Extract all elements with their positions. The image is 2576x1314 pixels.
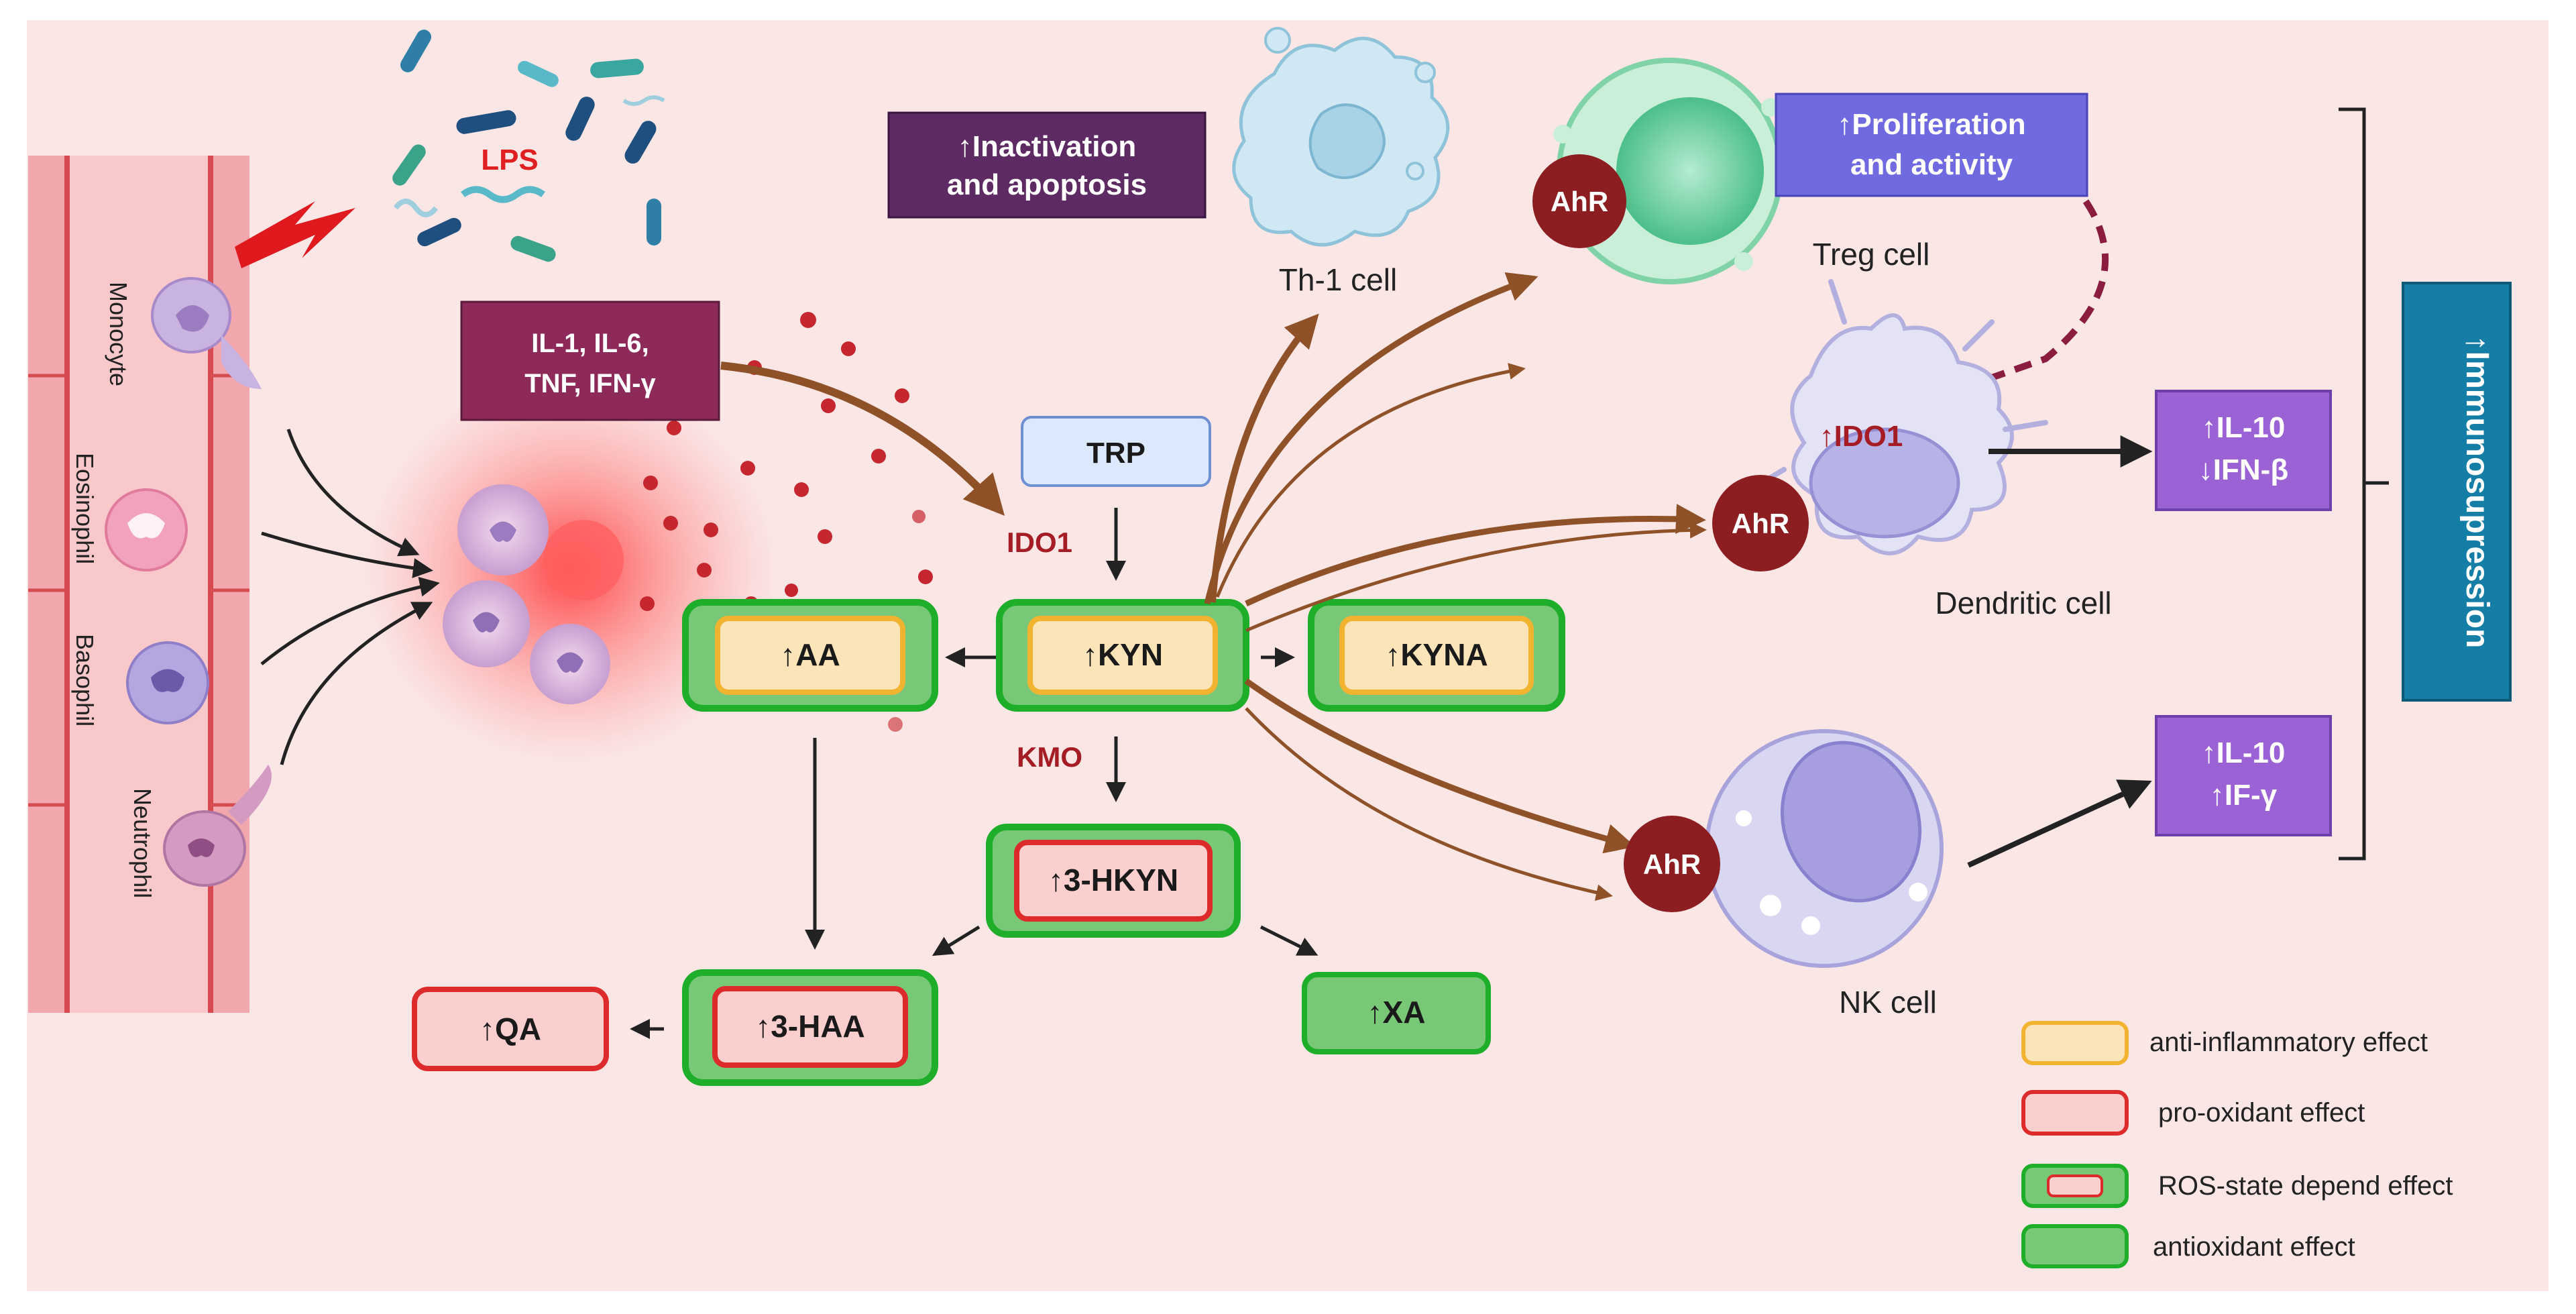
legend-pro-oxidant: pro-oxidant effect: [2021, 1090, 2365, 1136]
inactivation-line1: ↑Inactivation: [958, 130, 1137, 163]
pathway-arrows: [630, 508, 1319, 1039]
qa-box: ↑QA: [412, 987, 609, 1071]
treg-label: Treg cell: [1813, 237, 1930, 272]
kyna-label: ↑KYNA: [1385, 637, 1488, 672]
inactivation-line2: and apoptosis: [947, 168, 1147, 201]
neutrophil-label: Neutrophil: [129, 788, 156, 898]
cytokine-to-ido1-arrow: [720, 362, 1005, 516]
dendritic-ido1-label: ↑IDO1: [1819, 420, 1903, 453]
legend-anti-inflammatory: anti-inflammatory effect: [2021, 1021, 2428, 1065]
lightning-icon: [235, 201, 355, 268]
dc-output-box: ↑IL-10 ↓IFN-β: [2155, 390, 2332, 511]
nk-output-line2: ↑IF-γ: [2210, 779, 2278, 812]
legend-anti-inflammatory-label: anti-inflammatory effect: [2149, 1028, 2428, 1057]
immunosupression-label: ↑Immunosupression: [2459, 335, 2495, 649]
nk-output-line1: ↑IL-10: [2202, 736, 2286, 769]
nk-ahr: AhR: [1624, 816, 1720, 912]
neutrophil-cell: [163, 765, 272, 887]
eosinophil-cell: [105, 488, 188, 571]
haa-label: ↑3-HAA: [755, 1009, 865, 1044]
infiltrating-cells: [443, 484, 624, 704]
dc-output-line2: ↓IFN-β: [2198, 453, 2288, 486]
ido1-label: IDO1: [1007, 527, 1072, 558]
dendritic-cell: [1748, 279, 2048, 555]
aa-box: ↑AA: [682, 599, 938, 712]
legend-pro-oxidant-label: pro-oxidant effect: [2158, 1098, 2365, 1128]
xa-label: ↑XA: [1367, 995, 1426, 1030]
th1-label: Th-1 cell: [1279, 262, 1397, 297]
kyn-box: ↑KYN: [996, 599, 1249, 712]
proliferation-box: ↑Proliferation and activity: [1775, 93, 2088, 197]
treg-to-dendritic-arrow: [1896, 199, 2109, 415]
dendritic-ahr: AhR: [1712, 475, 1809, 571]
immunosupression-bracket: [2339, 107, 2389, 861]
migration-arrows: [260, 429, 440, 765]
monocyte-cell: [151, 277, 262, 389]
hkyn-box: ↑3-HKYN: [986, 824, 1241, 938]
xa-box: ↑XA: [1302, 972, 1491, 1054]
nk-label: NK cell: [1839, 985, 1937, 1020]
inactivation-box: ↑Inactivation and apoptosis: [887, 111, 1207, 219]
kyn-label: ↑KYN: [1082, 637, 1163, 672]
monocyte-label: Monocyte: [105, 282, 132, 386]
trp-box: TRP: [1021, 416, 1211, 487]
trp-label: TRP: [1086, 437, 1145, 470]
legend-antioxidant-label: antioxidant effect: [2153, 1232, 2355, 1262]
bacteria-cluster: [392, 30, 665, 262]
legend: anti-inflammatory effect pro-oxidant eff…: [2021, 1021, 2453, 1268]
dc-output-line1: ↑IL-10: [2202, 411, 2286, 444]
kyna-box: ↑KYNA: [1308, 599, 1565, 712]
nk-ahr-label: AhR: [1643, 848, 1701, 880]
immunosupression-box: ↑Immunosupression: [2402, 282, 2512, 702]
th1-cell: [1232, 27, 1450, 247]
legend-antioxidant: antioxidant effect: [2021, 1224, 2355, 1268]
basophil-label: Basophil: [71, 634, 99, 726]
eosinophil-label: Eosinophil: [71, 453, 99, 564]
legend-ros-label: ROS-state depend effect: [2158, 1171, 2453, 1201]
hkyn-label: ↑3-HKYN: [1048, 863, 1178, 897]
legend-ros: ROS-state depend effect: [2021, 1164, 2453, 1208]
dendritic-label: Dendritic cell: [1935, 586, 2111, 620]
qa-label: ↑QA: [480, 1011, 541, 1046]
proliferation-line1: ↑Proliferation: [1837, 108, 2025, 141]
aa-label: ↑AA: [780, 637, 840, 672]
kmo-label: KMO: [1017, 741, 1082, 773]
nk-output-box: ↑IL-10 ↑IF-γ: [2155, 715, 2332, 836]
dendritic-ahr-label: AhR: [1732, 508, 1789, 539]
haa-box: ↑3-HAA: [682, 969, 938, 1086]
treg-ahr: AhR: [1532, 154, 1626, 248]
output-arrows: [1967, 435, 2153, 868]
treg-ahr-label: AhR: [1551, 186, 1608, 217]
kyn-effect-arrows: [1204, 272, 1707, 901]
proliferation-line2: and activity: [1850, 148, 2013, 181]
lps-label: LPS: [481, 144, 539, 176]
cytokine-line2: TNF, IFN-γ: [524, 369, 656, 398]
basophil-cell: [126, 641, 209, 724]
cytokine-box: IL-1, IL-6, TNF, IFN-γ: [460, 300, 720, 421]
cytokine-line1: IL-1, IL-6,: [531, 329, 649, 358]
